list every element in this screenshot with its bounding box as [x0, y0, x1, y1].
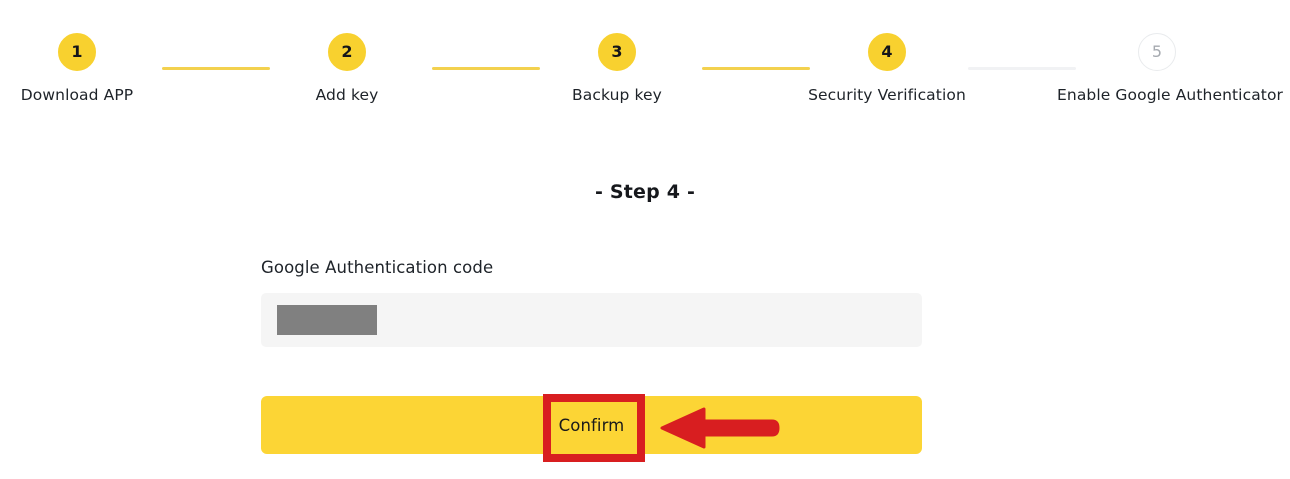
step-connector-1-2	[162, 67, 270, 70]
step-number-badge-3: 3	[598, 33, 636, 71]
step-label-5: Enable Google Authenticator	[1057, 86, 1284, 104]
step-connector-2-3	[432, 67, 540, 70]
verification-form: Google Authentication code	[261, 258, 922, 347]
step-item-backup-key[interactable]: 3 Backup key	[517, 33, 717, 104]
auth-code-input[interactable]	[261, 293, 922, 347]
step-item-add-key[interactable]: 2 Add key	[247, 33, 447, 104]
step-connector-4-5	[968, 67, 1076, 70]
step-item-enable-google-authenticator[interactable]: 5 Enable Google Authenticator	[1057, 33, 1284, 104]
page-title: - Step 4 -	[594, 181, 696, 203]
step-item-security-verification[interactable]: 4 Security Verification	[787, 33, 987, 104]
step-label-1: Download APP	[20, 86, 134, 104]
confirm-button-label: Confirm	[558, 415, 625, 435]
setup-stepper: 1 Download APP 2 Add key 3 Backup key 4 …	[0, 0, 1290, 130]
step-number-4: 4	[881, 42, 893, 61]
step-number-3: 3	[611, 42, 623, 61]
step-label-3: Backup key	[572, 86, 662, 104]
step-label-4: Security Verification	[808, 86, 966, 104]
step-number-5: 5	[1151, 42, 1163, 61]
step-number-badge-5: 5	[1138, 33, 1176, 71]
step-connector-3-4	[702, 67, 810, 70]
confirm-button[interactable]: Confirm	[261, 396, 922, 454]
redaction-overlay	[277, 305, 377, 335]
step-number-badge-2: 2	[328, 33, 366, 71]
step-number-1: 1	[71, 42, 83, 61]
step-label-2: Add key	[315, 86, 379, 104]
step-number-badge-4: 4	[868, 33, 906, 71]
step-item-download-app[interactable]: 1 Download APP	[0, 33, 177, 104]
step-number-2: 2	[341, 42, 353, 61]
auth-code-label: Google Authentication code	[261, 258, 494, 277]
step-number-badge-1: 1	[58, 33, 96, 71]
